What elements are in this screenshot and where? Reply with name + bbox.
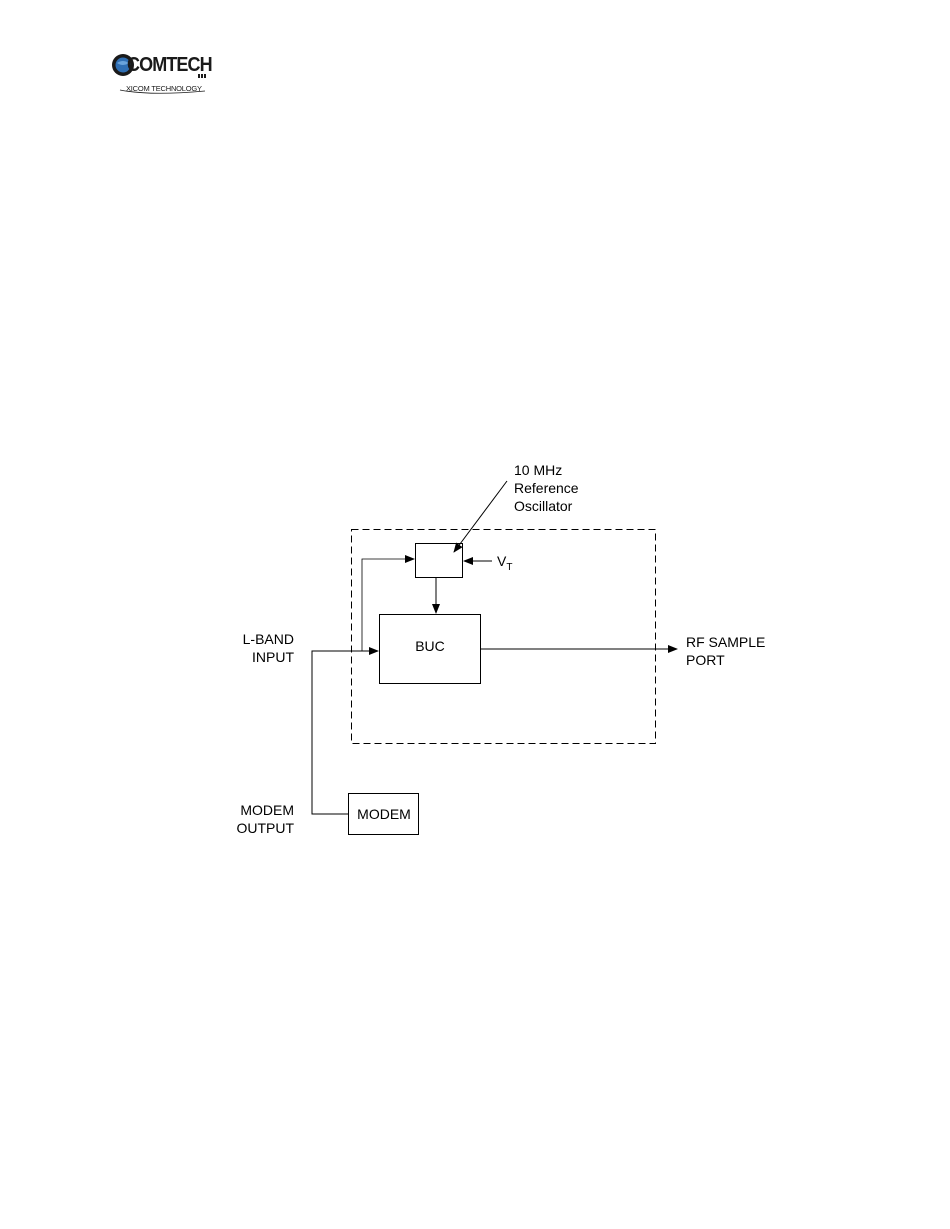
- oscillator-pointer-arrow: [454, 481, 507, 552]
- rf-sample-label-line1: RF SAMPLE: [686, 633, 765, 651]
- oscillator-label: 10 MHz Reference Oscillator: [514, 461, 579, 515]
- vt-label: VT: [497, 552, 512, 577]
- lband-input-arrow: [312, 651, 378, 814]
- oscillator-label-line2: Reference: [514, 479, 579, 497]
- lband-label-line1: L-BAND: [214, 630, 294, 648]
- modem-output-label-line1: MODEM: [214, 801, 294, 819]
- oscillator-label-line1: 10 MHz: [514, 461, 579, 479]
- modem-label: MODEM: [349, 806, 419, 822]
- modem-output-label-line2: OUTPUT: [214, 819, 294, 837]
- lband-label-line2: INPUT: [214, 648, 294, 666]
- oscillator-label-line3: Oscillator: [514, 497, 579, 515]
- vt-label-main: V: [497, 553, 506, 569]
- modem-output-label: MODEM OUTPUT: [214, 801, 294, 837]
- buc-label: BUC: [380, 638, 480, 654]
- rf-sample-port-label: RF SAMPLE PORT: [686, 633, 765, 669]
- vt-label-subscript: T: [506, 562, 512, 573]
- lband-input-label: L-BAND INPUT: [214, 630, 294, 666]
- oscillator-box: [416, 544, 463, 578]
- rf-sample-label-line2: PORT: [686, 651, 765, 669]
